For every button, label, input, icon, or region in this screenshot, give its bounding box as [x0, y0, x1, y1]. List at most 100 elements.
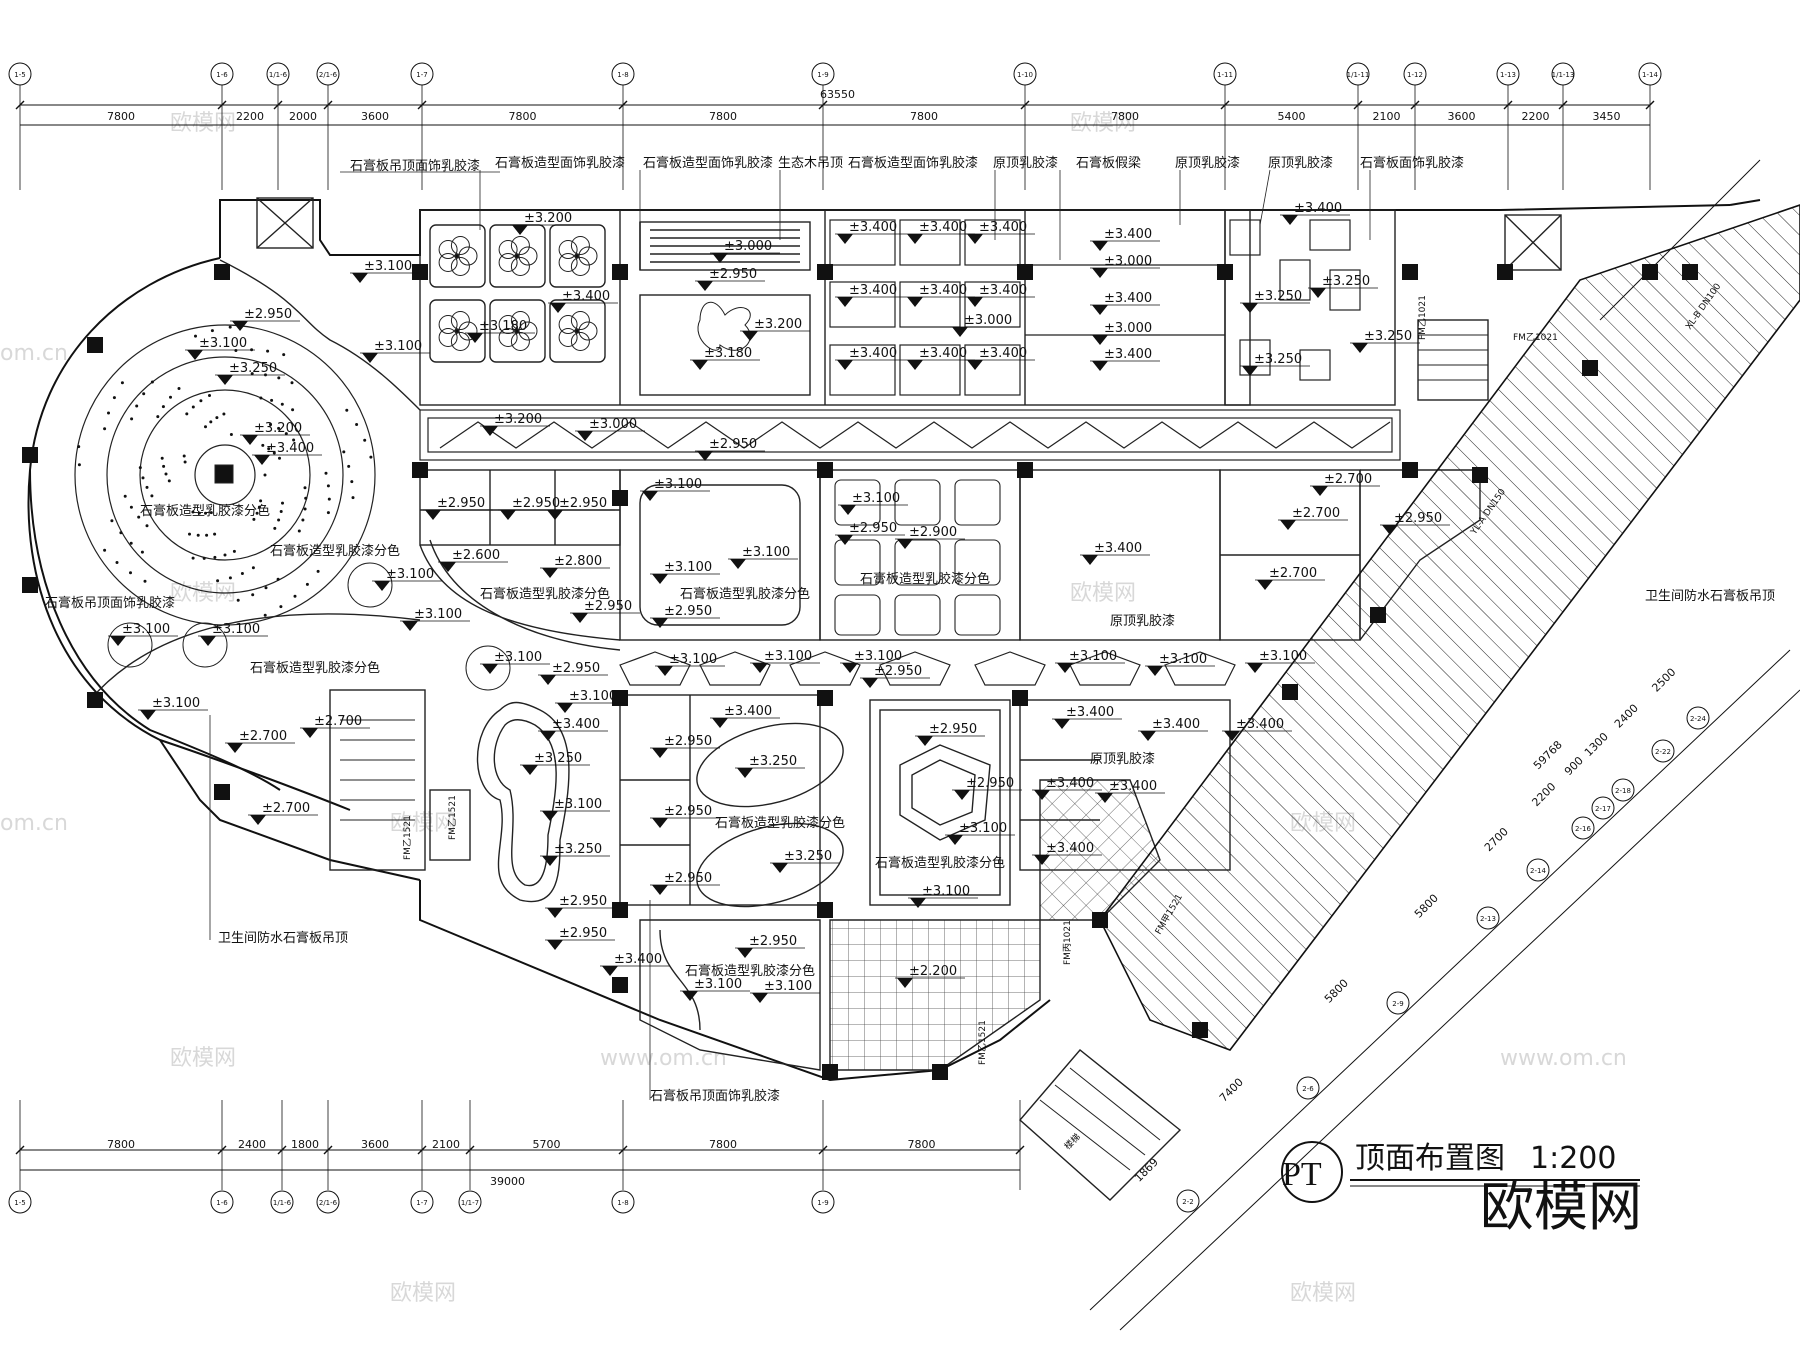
axis-label: 1-5 [14, 71, 25, 79]
ceiling-height-label: ±3.400 [1046, 776, 1094, 791]
ceiling-height-label: ±3.400 [1152, 717, 1200, 732]
ceiling-height-label: ±3.400 [1236, 717, 1284, 732]
svg-text:石膏板造型乳胶漆分色: 石膏板造型乳胶漆分色 [140, 503, 270, 519]
ceiling-height-label: ±3.100 [1069, 649, 1117, 664]
ceiling-height-label: ±2.950 [664, 871, 712, 886]
svg-text:欧模网: 欧模网 [1070, 581, 1136, 606]
dimension-value: 2200 [1522, 110, 1550, 123]
ceiling-height-label: ±3.400 [1046, 841, 1094, 856]
svg-text:生态木吊顶: 生态木吊顶 [778, 156, 843, 171]
ceiling-height-label: ±3.100 [122, 622, 170, 637]
axis-label: 1-10 [1017, 71, 1033, 79]
dimension-value: 2500 [1649, 666, 1678, 695]
dimension-value: 2100 [432, 1138, 460, 1151]
ceiling-height-label: ±3.250 [554, 842, 602, 857]
ceiling-height-label: ±3.400 [849, 220, 897, 235]
axis-label: 1-13 [1500, 71, 1516, 79]
svg-text:石膏板造型乳胶漆分色: 石膏板造型乳胶漆分色 [685, 963, 815, 979]
ceiling-height-label: ±3.000 [589, 417, 637, 432]
dimension-value: 2700 [1482, 825, 1511, 854]
axis-label: 1/1-7 [461, 1199, 479, 1207]
ceiling-height-label: ±3.400 [562, 289, 610, 304]
diagonal-hatched-strip [1099, 159, 1800, 1051]
axis-label: 1/1-6 [273, 1199, 292, 1207]
ceiling-height-label: ±3.100 [664, 560, 712, 575]
axis-label: 2-6 [1302, 1085, 1314, 1093]
diagonal-axis-bubbles: 2-242-222-182-172-162-142-132-92-62-2 [1176, 706, 1710, 1213]
dimension-value: 7800 [509, 110, 537, 123]
ceiling-height-label: ±3.400 [724, 704, 772, 719]
axis-label: 2-16 [1575, 825, 1591, 833]
ceiling-height-label: ±3.100 [852, 491, 900, 506]
ceiling-height-label: ±3.000 [964, 313, 1012, 328]
ceiling-height-label: ±3.100 [764, 649, 812, 664]
dimension-value: 3600 [361, 110, 389, 123]
ceiling-height-label: ±3.100 [374, 339, 422, 354]
svg-text:欧模网: 欧模网 [1290, 1281, 1356, 1306]
svg-text:石膏板造型乳胶漆分色: 石膏板造型乳胶漆分色 [860, 571, 990, 587]
pentagon-light-row [619, 651, 1236, 686]
axis-label: 1-8 [617, 71, 628, 79]
ceiling-height-label: ±3.400 [1104, 291, 1152, 306]
dimension-value: 3450 [1593, 110, 1621, 123]
ceiling-height-label: ±3.400 [552, 717, 600, 732]
ceiling-height-label: ±3.100 [386, 567, 434, 582]
ceiling-height-label: ±3.400 [1294, 201, 1342, 216]
ceiling-height-label: ±3.200 [524, 211, 572, 226]
svg-text:石膏板造型面饰乳胶漆: 石膏板造型面饰乳胶漆 [495, 155, 625, 171]
ceiling-height-label: ±3.100 [569, 689, 617, 704]
dimension-value: 2100 [1373, 110, 1401, 123]
svg-text:卫生间防水石膏板吊顶: 卫生间防水石膏板吊顶 [218, 930, 348, 946]
ceiling-height-label: ±3.250 [229, 361, 277, 376]
logo-text: 欧模网 [1480, 1175, 1642, 1238]
axis-label: 2/1-6 [319, 1199, 338, 1207]
axis-label: 1-6 [216, 1199, 228, 1207]
ceiling-height-label: ±2.950 [1394, 511, 1442, 526]
svg-text:原顶乳胶漆: 原顶乳胶漆 [1175, 155, 1240, 171]
axis-label: 1/1-13 [1552, 71, 1575, 79]
ceiling-height-label: ±2.950 [664, 804, 712, 819]
svg-text:石膏板造型乳胶漆分色: 石膏板造型乳胶漆分色 [875, 855, 1005, 871]
ceiling-height-label: ±3.250 [784, 849, 832, 864]
ceiling-height-label: ±2.900 [909, 525, 957, 540]
ceiling-height-label: ±3.000 [1104, 321, 1152, 336]
svg-text:欧模网: 欧模网 [170, 1046, 236, 1071]
ceiling-height-label: ±3.100 [959, 821, 1007, 836]
axis-label: 2/1-6 [319, 71, 338, 79]
ceiling-height-label: ±3.100 [212, 622, 260, 637]
material-notes: 石膏板吊顶面饰乳胶漆 石膏板造型面饰乳胶漆 石膏板造型面饰乳胶漆 生态木吊顶 石… [45, 155, 1775, 1104]
svg-text:FM乙1521: FM乙1521 [447, 795, 458, 840]
dimension-value: 5700 [533, 1138, 561, 1151]
dimension-value: 7800 [107, 1138, 135, 1151]
ceiling-height-markers: ±3.100 ±3.100 ±2.950 ±3.100 ±3.250 ±3.200 ±3.4… [77, 201, 1450, 1003]
ceiling-height-label: ±2.950 [874, 664, 922, 679]
ceiling-height-label: ±3.100 [742, 545, 790, 560]
axis-label: 1-8 [617, 1199, 628, 1207]
ceiling-height-label: ±3.100 [199, 336, 247, 351]
axis-label: 1-5 [14, 1199, 25, 1207]
dimension-value: 7800 [1111, 110, 1139, 123]
watermarks: 欧模网 欧模网 欧模网 欧模网 欧模网 欧模网 欧模网 欧模网 欧模网 www.… [0, 111, 1627, 1306]
ceiling-height-label: ±3.400 [919, 346, 967, 361]
ceiling-height-label: ±2.950 [966, 776, 1014, 791]
ceiling-height-label: ±3.400 [979, 346, 1027, 361]
svg-text:石膏板造型乳胶漆分色: 石膏板造型乳胶漆分色 [715, 815, 845, 831]
svg-text:石膏板吊顶面饰乳胶漆: 石膏板吊顶面饰乳胶漆 [350, 158, 480, 174]
ceiling-height-label: ±3.000 [724, 239, 772, 254]
svg-text:石膏板吊顶面饰乳胶漆: 石膏板吊顶面饰乳胶漆 [45, 595, 175, 611]
svg-text:石膏板造型乳胶漆分色: 石膏板造型乳胶漆分色 [680, 586, 810, 602]
ceiling-height-label: ±3.100 [414, 607, 462, 622]
dimension-value: 3600 [1448, 110, 1476, 123]
ceiling-height-label: ±3.400 [614, 952, 662, 967]
axis-label: 2-9 [1392, 1000, 1403, 1008]
svg-text:石膏板造型乳胶漆分色: 石膏板造型乳胶漆分色 [250, 660, 380, 676]
svg-text:石膏板面饰乳胶漆: 石膏板面饰乳胶漆 [1360, 155, 1464, 171]
ceiling-height-label: ±3.100 [654, 477, 702, 492]
dimension-value: 7800 [709, 110, 737, 123]
zigzag-corridor-beam [419, 409, 1401, 461]
dimension-value: 3600 [361, 1138, 389, 1151]
ceiling-height-label: ±3.100 [669, 652, 717, 667]
